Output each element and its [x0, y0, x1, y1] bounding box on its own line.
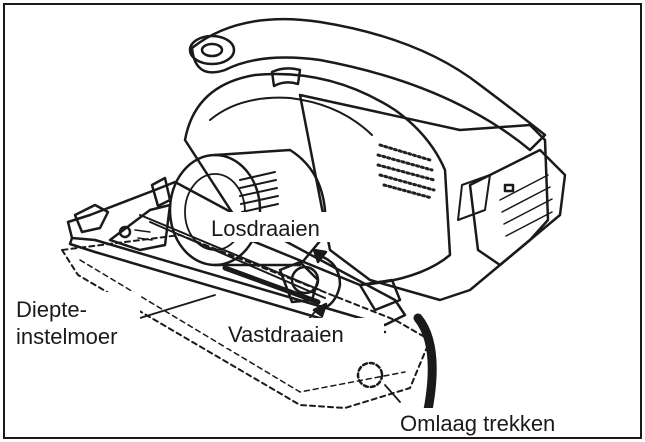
battery-window: [457, 174, 491, 221]
depth-nut-label-line2: instelmoer: [16, 324, 117, 349]
base-plate: [66, 180, 407, 327]
handle-end: [188, 34, 236, 66]
pull-down-label: Omlaag trekken: [400, 411, 555, 436]
rotation-arrowhead-top: [312, 248, 328, 264]
rotation-arrowhead-bottom: [312, 302, 328, 318]
battery-pack: [468, 148, 567, 267]
loosen-label-bg: [209, 212, 359, 242]
front-post: [150, 176, 172, 208]
depth-nut-label-line1: Diepte-: [16, 297, 87, 322]
battery-ribs: [499, 174, 553, 237]
leader-pull-down: [384, 384, 401, 403]
rear-pivot: [356, 361, 384, 389]
lower-pivot-block: [358, 278, 402, 312]
figure-frame: [3, 3, 642, 439]
rotation-arrow: [316, 253, 342, 312]
motor-vent-grille: [376, 143, 436, 200]
depth-nut: [290, 265, 320, 295]
depth-nut-label-bg: [14, 292, 140, 352]
rear-handle: [190, 17, 547, 152]
loosen-label: Losdraaien: [211, 216, 320, 241]
tighten-label-bg: [226, 318, 384, 348]
blade-guard: [183, 72, 452, 287]
base-slot-hatch: [222, 265, 321, 305]
guard-inner-curve: [209, 96, 373, 136]
trigger: [270, 67, 302, 88]
tighten-label: Vastdraaien: [228, 322, 344, 347]
front-bracket-lines: [134, 229, 153, 241]
handle-end-inner: [200, 42, 224, 58]
base-slot: [139, 214, 326, 299]
leader-depth-nut: [139, 294, 216, 319]
pull-down-label-bg: [398, 408, 612, 436]
motor-knurl: [239, 171, 279, 213]
front-bracket: [108, 203, 172, 252]
lowered-base-outline: [61, 234, 431, 409]
lowered-base-inner: [79, 259, 406, 393]
pull-down-band: [413, 313, 437, 415]
battery-button: [503, 183, 515, 193]
front-knob: [73, 203, 110, 234]
